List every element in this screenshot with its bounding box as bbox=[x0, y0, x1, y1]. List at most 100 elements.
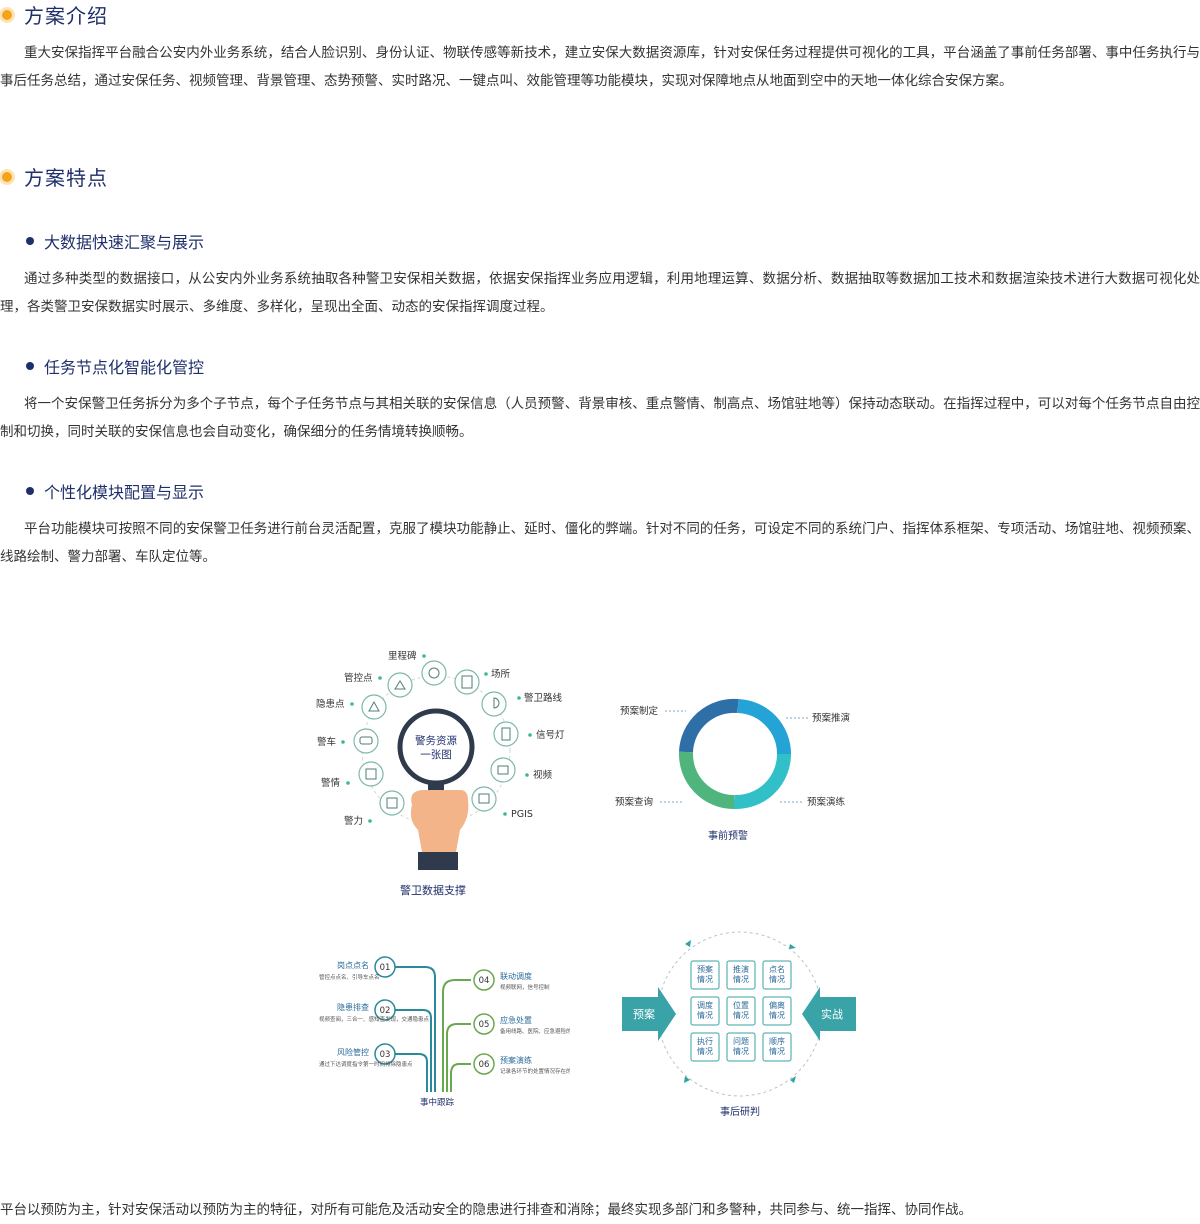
label-dots bbox=[341, 654, 532, 823]
analysis-cell-text: 位置 bbox=[733, 1000, 749, 1010]
svg-text:04: 04 bbox=[479, 976, 490, 986]
svg-text:联动调度: 联动调度 bbox=[500, 971, 532, 981]
tracking-lines bbox=[395, 966, 471, 1092]
feature-heading-2: 任务节点化智能化管控 bbox=[26, 354, 204, 378]
cycle-segment-1 bbox=[679, 698, 739, 753]
svg-text:隐患排查: 隐患排查 bbox=[337, 1002, 369, 1012]
post-event-analysis-figure: 预案 实战 预案情况推演情况点名情况调度情况位置情况偏离情况执行情况问题情况顺序… bbox=[622, 931, 856, 1118]
analysis-cell-text: 情况 bbox=[769, 1010, 785, 1020]
heading-dot-icon bbox=[2, 171, 12, 182]
bullet-icon bbox=[26, 237, 34, 245]
analysis-cell-text: 情况 bbox=[733, 1046, 749, 1056]
analysis-cell bbox=[726, 1032, 756, 1062]
intro-paragraph: 重大安保指挥平台融合公安内外业务系统，结合人脸识别、身份认证、物联传感等新技术，… bbox=[0, 45, 1200, 89]
analysis-cell bbox=[726, 996, 756, 1026]
step-circles bbox=[374, 956, 495, 1075]
orbit-arrow-icons bbox=[684, 940, 796, 1083]
plan-label: 预案 bbox=[633, 1007, 655, 1021]
analysis-cell-text: 顺序 bbox=[769, 1036, 785, 1046]
svg-text:05: 05 bbox=[479, 1020, 490, 1030]
step-numbers: 01 02 03 04 05 06 bbox=[380, 963, 490, 1070]
analysis-cell-text: 情况 bbox=[697, 1010, 713, 1020]
label-traffic-light: 信号灯 bbox=[536, 729, 565, 741]
hand-cuff bbox=[418, 852, 458, 870]
svg-text:视频联网，信号控制: 视频联网，信号控制 bbox=[500, 983, 550, 991]
label-venue: 场所 bbox=[491, 669, 511, 680]
magnifier-lens bbox=[397, 708, 475, 786]
features-heading: 方案特点 bbox=[0, 162, 108, 191]
label-police-force: 警力 bbox=[344, 815, 363, 827]
label-video: 视频 bbox=[533, 769, 553, 781]
svg-text:03: 03 bbox=[380, 1050, 391, 1060]
svg-text:通过下达调度指令第一时间排除隐患点: 通过下达调度指令第一时间排除隐患点 bbox=[319, 1060, 413, 1068]
analysis-cell-text: 情况 bbox=[733, 974, 749, 984]
fig2-caption: 事前预警 bbox=[708, 829, 748, 842]
analysis-cell-text: 偏离 bbox=[769, 1000, 785, 1010]
control-point-icon bbox=[387, 672, 413, 698]
center-label-line2: 一张图 bbox=[420, 749, 452, 761]
feature-heading-1: 大数据快速汇聚与展示 bbox=[26, 229, 204, 253]
label-plan-deduce: 预案推演 bbox=[812, 712, 850, 724]
analysis-cell bbox=[726, 960, 756, 990]
practice-arrow bbox=[802, 987, 856, 1041]
svg-text:应急处置: 应急处置 bbox=[500, 1015, 532, 1025]
analysis-cell-text: 问题 bbox=[733, 1037, 749, 1046]
police-force-icon bbox=[379, 790, 405, 816]
intro-title: 方案介绍 bbox=[24, 4, 108, 28]
bullet-icon bbox=[26, 362, 34, 370]
center-label-line1: 警务资源 bbox=[415, 734, 457, 747]
feature-paragraph-2: 将一个安保警卫任务拆分为多个子节点，每个子任务节点与其相关联的安保信息（人员预警… bbox=[0, 396, 1200, 440]
label-pgis: PGIS bbox=[511, 809, 533, 820]
label-control-point: 管控点 bbox=[344, 672, 373, 684]
conclusion-paragraph: 平台以预防为主，针对安保活动以预防为主的特征，对所有可能危及活动安全的隐患进行排… bbox=[0, 1202, 972, 1218]
analysis-cell bbox=[762, 960, 792, 990]
cycle-ring bbox=[678, 698, 792, 810]
analysis-cell-text: 执行 bbox=[697, 1036, 713, 1046]
svg-text:01: 01 bbox=[380, 963, 391, 973]
hazard-point-icon bbox=[361, 694, 387, 720]
cycle-segment-3 bbox=[733, 753, 792, 810]
cycle-segment-4 bbox=[678, 751, 735, 810]
svg-text:预案演练: 预案演练 bbox=[500, 1055, 532, 1065]
pgis-icon bbox=[471, 786, 497, 812]
analysis-cell-text: 情况 bbox=[733, 1010, 749, 1020]
label-police-car: 警车 bbox=[317, 736, 336, 748]
police-car-icon bbox=[353, 728, 379, 754]
in-event-tracking-figure: 01 02 03 04 05 06 岗点点名 隐患排查 风险管控 联动调度 应急… bbox=[319, 956, 570, 1108]
analysis-cell bbox=[690, 1032, 720, 1062]
feature-title: 个性化模块配置与显示 bbox=[44, 483, 205, 502]
traffic-light-icon bbox=[493, 721, 519, 747]
svg-text:风险管控: 风险管控 bbox=[337, 1047, 369, 1057]
resource-icon-nodes bbox=[353, 660, 519, 816]
police-alert-icon bbox=[358, 761, 384, 787]
svg-text:备用线路、医院、应急避险的路线: 备用线路、医院、应急避险的路线 bbox=[500, 1027, 570, 1035]
svg-text:06: 06 bbox=[479, 1060, 490, 1070]
heading-dot-icon bbox=[2, 9, 12, 20]
police-resource-figure: 警务资源 一张图 警力 警情 警车 隐患点 管控点 里程碑 场所 警卫路线 信号… bbox=[316, 650, 565, 897]
analysis-cell-text: 情况 bbox=[769, 1046, 785, 1056]
video-icon bbox=[490, 757, 516, 783]
analysis-cell-text: 情况 bbox=[697, 1046, 713, 1056]
label-leaders bbox=[660, 710, 808, 803]
analysis-cell-text: 调度 bbox=[697, 1000, 713, 1010]
analysis-cell bbox=[690, 996, 720, 1026]
feature-title: 大数据快速汇聚与展示 bbox=[44, 233, 205, 252]
label-plan-make: 预案制定 bbox=[620, 705, 659, 717]
icon-glyphs bbox=[359, 667, 511, 809]
analysis-cell-text: 点名 bbox=[769, 964, 785, 974]
label-hazard-point: 隐患点 bbox=[316, 698, 345, 710]
svg-text:记录各环节的处置情况存在的问题: 记录各环节的处置情况存在的问题 bbox=[500, 1067, 570, 1075]
fig3-caption: 事中跟踪 bbox=[420, 1097, 455, 1108]
fig1-caption: 警卫数据支撑 bbox=[400, 883, 466, 897]
plan-arrow bbox=[622, 987, 676, 1041]
fig4-caption: 事后研判 bbox=[720, 1105, 760, 1118]
cycle-labels: 预案制定 预案推演 预案演练 预案查询 bbox=[615, 705, 850, 808]
label-guard-route: 警卫路线 bbox=[524, 692, 563, 704]
analysis-cell-text: 情况 bbox=[769, 974, 785, 984]
label-plan-drill: 预案演练 bbox=[807, 796, 846, 808]
feature-paragraph-3: 平台功能模块可按照不同的安保警卫任务进行前台灵活配置，克服了模块功能静止、延时、… bbox=[0, 521, 1200, 565]
analysis-cell-text: 推演 bbox=[733, 964, 749, 974]
label-plan-query: 预案查询 bbox=[615, 796, 653, 808]
analysis-cell bbox=[762, 996, 792, 1026]
